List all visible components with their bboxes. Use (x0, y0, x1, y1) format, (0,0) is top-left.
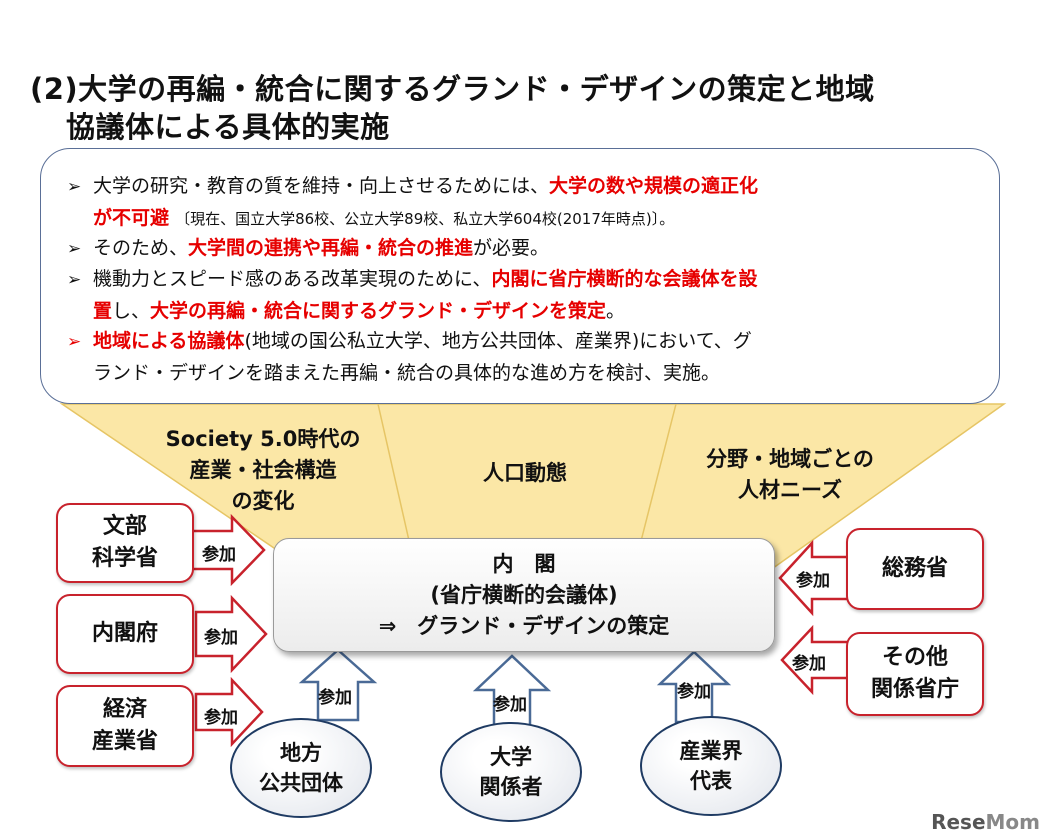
bullet-text: し、 (112, 300, 151, 322)
cabinet-purpose: ⇒ グランド・デザインの策定 (378, 614, 670, 638)
bullet-marker-icon: ➢ (67, 332, 82, 352)
participate-label: 参加 (202, 545, 236, 565)
bullet-item: ➢ 地域による協議体(地域の国公私立大学、地方公共団体、産業界)において、グ ラン… (67, 326, 752, 389)
funnel-label-line: Society 5.0時代の (165, 427, 361, 451)
cabinet-title: 内 閣 (492, 552, 556, 576)
bullet-item: ➢ そのため、大学間の連携や再編・統合の推進が必要。 (67, 233, 549, 265)
arrow-other-ministries (780, 624, 854, 696)
ministry-label: 経済 (102, 697, 147, 722)
arrow-industry (656, 650, 732, 724)
bullet-text: (地域の国公私立大学、地方公共団体、産業界)において、グ (244, 330, 752, 352)
cabinet-subtitle: (省庁横断的会議体) (430, 583, 618, 607)
ministry-other: その他関係省庁 (846, 632, 984, 716)
bullet-item: ➢ 機動力とスピード感のある改革実現のために、内閣に省庁横断的な会議体を設 置し、… (67, 264, 757, 327)
ministry-label: 科学省 (91, 546, 158, 571)
bullet-text: そのため、 (93, 237, 189, 259)
stakeholder-label: 産業界 (679, 739, 743, 763)
ministry-keisansho: 経済産業省 (56, 685, 194, 767)
ministry-monka: 文部科学省 (56, 503, 194, 583)
stakeholder-label: 公共団体 (259, 771, 343, 795)
participate-label: 参加 (493, 695, 527, 715)
bullet-emphasis: が不可避 (93, 207, 170, 229)
bullet-emphasis: 内閣に省庁横断的な会議体を設 (491, 268, 758, 290)
bullet-emphasis: 置 (93, 300, 113, 322)
bullet-item: ➢ 大学の研究・教育の質を維持・向上させるためには、大学の数や規模の適正化 が不可… (67, 171, 758, 235)
funnel-label-line: の変化 (231, 489, 295, 513)
arrow-naikakufu (194, 594, 268, 674)
funnel-label-talent: 分野・地域ごとの 人材ニーズ (680, 444, 900, 506)
bullet-text: 機動力とスピード感のある改革実現のために、 (93, 268, 492, 290)
ministry-label: 総務省 (881, 556, 948, 581)
funnel-label-line: 産業・社会構造 (189, 458, 337, 482)
arrow-monka (190, 513, 266, 587)
bullet-emphasis: 地域による協議体 (93, 330, 245, 352)
ministry-label: 関係省庁 (870, 677, 959, 702)
participate-label: 参加 (204, 628, 238, 648)
bullet-text: 。 (606, 300, 626, 322)
bullet-marker-icon: ➢ (67, 177, 82, 197)
resemom-logo: ReseMom (931, 810, 1040, 834)
participate-label: 参加 (204, 708, 238, 728)
arrow-keisansho (194, 676, 264, 748)
participate-label: 参加 (677, 682, 711, 702)
stakeholder-university: 大学関係者 (440, 722, 582, 822)
bullet-text: 大学の研究・教育の質を維持・向上させるためには、 (93, 175, 550, 197)
page-title: (2)大学の再編・統合に関するグランド・デザインの策定と地域 協議体による具体的… (30, 70, 875, 146)
stakeholder-label: 関係者 (479, 775, 543, 799)
funnel-label-society: Society 5.0時代の 産業・社会構造 の変化 (148, 424, 378, 517)
bullet-box: ➢ 大学の研究・教育の質を維持・向上させるためには、大学の数や規模の適正化 が不可… (40, 148, 1000, 404)
ministry-naikakufu: 内閣府 (56, 594, 194, 674)
bullet-note: 〔現在、国立大学86校、公立大学89校、私立大学604校(2017年時点)〕。 (175, 210, 675, 228)
funnel-divider-left (377, 403, 411, 546)
bullet-emphasis: 大学間の連携や再編・統合の推進 (188, 237, 474, 259)
arrow-university (472, 654, 552, 730)
ministry-label: 産業省 (91, 729, 158, 754)
bullet-marker-icon: ➢ (67, 239, 82, 259)
funnel-label-line: 人材ニーズ (738, 478, 842, 502)
ministry-label: 文部 (102, 514, 147, 539)
stakeholder-industry: 産業界代表 (640, 716, 782, 816)
funnel-label-line: 分野・地域ごとの (706, 447, 874, 471)
bullet-text: が必要。 (473, 237, 550, 259)
stakeholder-local-gov: 地方公共団体 (230, 718, 372, 818)
bullet-marker-icon: ➢ (67, 270, 82, 290)
title-line-2: 協議体による具体的実施 (66, 110, 390, 144)
funnel-label-population: 人口動態 (483, 461, 567, 485)
logo-text: Mom (985, 810, 1040, 834)
funnel-divider-right (639, 403, 677, 546)
bullet-emphasis: 大学の数や規模の適正化 (549, 175, 759, 197)
logo-text: Rese (931, 810, 986, 834)
arrow-local-gov (298, 648, 378, 722)
ministry-label: その他 (881, 645, 948, 670)
bullet-text: ランド・デザインを踏まえた再編・統合の具体的な進め方を検討、実施。 (93, 362, 721, 384)
participate-label: 参加 (792, 654, 826, 674)
title-line-1: (2)大学の再編・統合に関するグランド・デザインの策定と地域 (30, 72, 875, 106)
cabinet-box: 内 閣 (省庁横断的会議体) ⇒ グランド・デザインの策定 (273, 538, 775, 652)
bullet-emphasis: 大学の再編・統合に関するグランド・デザインを策定 (150, 300, 607, 322)
ministry-label: 内閣府 (91, 621, 158, 646)
stakeholder-label: 大学 (490, 745, 532, 769)
ministry-soumusho: 総務省 (846, 528, 984, 610)
stakeholder-label: 代表 (690, 769, 732, 793)
participate-label: 参加 (796, 571, 830, 591)
stakeholder-label: 地方 (280, 741, 322, 765)
participate-label: 参加 (318, 688, 352, 708)
